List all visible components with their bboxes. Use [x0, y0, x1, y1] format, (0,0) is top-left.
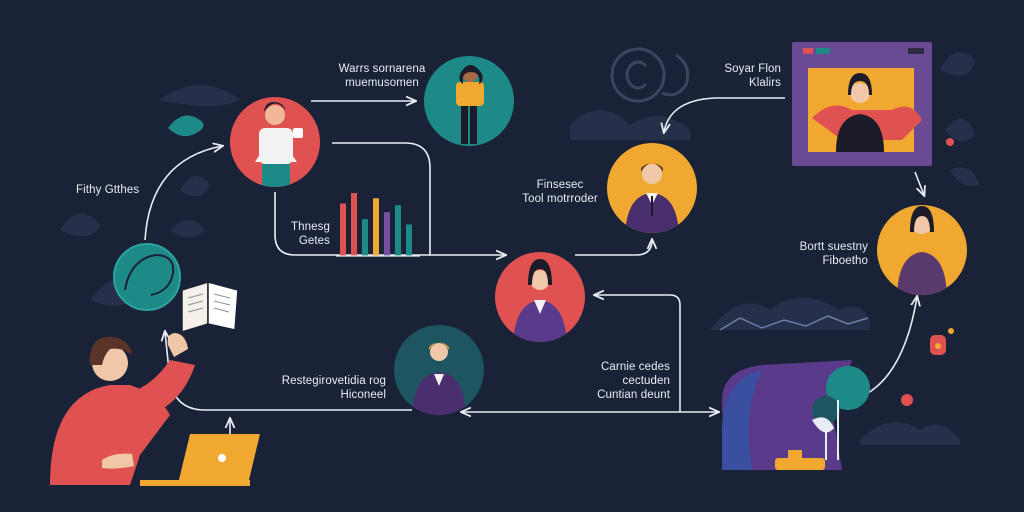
node-person-bottom[interactable] [394, 325, 484, 422]
bar-chart [340, 193, 412, 256]
bar-4 [373, 198, 379, 256]
planet-icon [113, 243, 181, 311]
label-right: Bortt suestny Fiboetho [799, 241, 868, 267]
node-person-center[interactable] [495, 252, 585, 350]
leaf-icon [168, 115, 204, 137]
label-left: Fithy Gtthes [76, 184, 140, 196]
bar-7 [406, 224, 412, 256]
connector-chart-loop [274, 192, 430, 256]
laptop-icon [140, 434, 260, 486]
label-bottom-mid: Carnie cedes cectuden Cuntian deunt [597, 361, 670, 401]
person-icon [50, 333, 195, 485]
connector-center-right [332, 142, 505, 255]
bar-5 [384, 212, 390, 256]
connector-left-up [144, 146, 222, 241]
book-icon [181, 280, 239, 334]
node-person-teal-top[interactable] [424, 56, 514, 146]
browser-window-icon [792, 42, 932, 166]
label-chart: Thnesg Getes [291, 221, 330, 247]
bar-3 [362, 219, 368, 256]
bar-2 [351, 193, 357, 256]
lamp-plant-icon [722, 360, 870, 470]
node-person-right[interactable] [877, 205, 967, 300]
bar-6 [395, 205, 401, 256]
connector-window-down [914, 171, 924, 195]
node-person-yellow[interactable] [607, 143, 697, 240]
label-bottom-left: Restegirovetidia rog Hiconeel [281, 375, 386, 401]
node-person-coral[interactable] [230, 97, 320, 200]
bar-1 [340, 203, 346, 256]
connector-to-finsesec [575, 240, 652, 256]
connectors [144, 97, 924, 435]
robot-icon [901, 138, 954, 406]
label-center: Finsesec Tool motrroder [522, 179, 598, 205]
connector-lamp-to-right [867, 297, 917, 394]
trend-line [719, 315, 869, 331]
copyright-icon [610, 47, 690, 103]
connector-bottom-mid [595, 295, 681, 412]
label-top-center: Warrs sornarena muemusomen [338, 63, 426, 89]
label-top-right: Soyar Flon Klalirs [724, 63, 781, 89]
connector-top-right [664, 97, 785, 132]
